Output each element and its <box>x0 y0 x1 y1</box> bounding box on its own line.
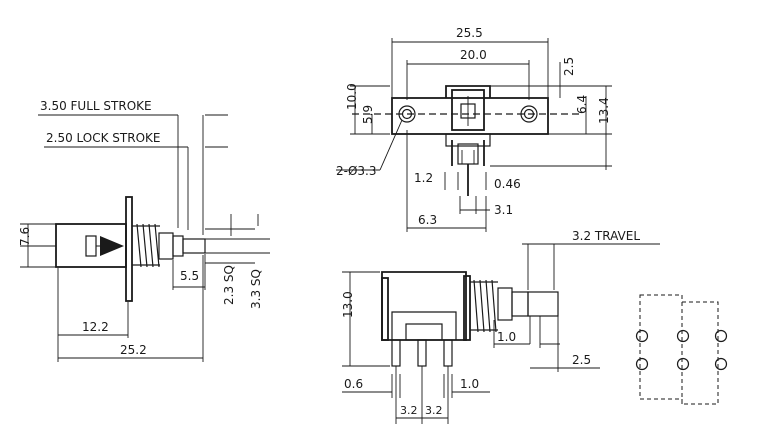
side-view: 3.50 FULL STROKE 2.50 LOCK STROKE <box>18 99 270 362</box>
pin-pitch: 3.1 <box>494 203 513 217</box>
top-right-height: 13.4 <box>597 97 611 124</box>
pcb-hole <box>635 329 649 343</box>
full-stroke-label: 3.50 FULL STROKE <box>40 99 152 113</box>
pcb-hole <box>714 329 728 343</box>
side-total-dim: 25.2 <box>120 343 147 357</box>
hole-callout: 2-Ø3.3 <box>336 164 377 178</box>
travel-label: 3.2 TRAVEL <box>572 229 640 243</box>
front-view: 3.2 TRAVEL 13.0 1.0 <box>341 229 660 424</box>
side-sq-large: 3.3 SQ <box>249 269 263 309</box>
top-view: 25.5 20.0 2.5 10.0 <box>336 26 612 232</box>
front-height: 13.0 <box>341 291 355 318</box>
pcb-hole <box>635 357 649 371</box>
top-overall-width: 25.5 <box>456 26 483 40</box>
pitch-a: 3.2 <box>400 404 418 417</box>
side-sq-small: 2.3 SQ <box>222 265 236 305</box>
side-height-dim: 7.6 <box>18 227 32 246</box>
front-plate-dim: 1.0 <box>497 330 516 344</box>
top-right-center: 6.4 <box>575 95 589 114</box>
pcb-layout <box>635 294 728 405</box>
top-offset: 6.3 <box>418 213 437 227</box>
lock-stroke-label: 2.50 LOCK STROKE <box>46 131 160 145</box>
front-button-dim: 2.5 <box>572 353 591 367</box>
pcb-hole <box>676 357 690 371</box>
top-hole-spacing: 20.0 <box>460 48 487 62</box>
side-body-dim: 12.2 <box>82 320 109 334</box>
front-left-dim: 0.6 <box>344 377 363 391</box>
pcb-hole <box>714 357 728 371</box>
pitch-b: 3.2 <box>425 404 443 417</box>
top-height: 10.0 <box>345 83 359 110</box>
top-hole-center: 5.9 <box>361 105 375 124</box>
pcb-hole <box>676 329 690 343</box>
front-right-dim: 1.0 <box>460 377 479 391</box>
top-flange-offset: 2.5 <box>562 57 576 76</box>
side-rod-dim: 5.5 <box>180 269 199 283</box>
pin-gap: 1.2 <box>414 171 433 185</box>
pin-width: 0.46 <box>494 177 521 191</box>
